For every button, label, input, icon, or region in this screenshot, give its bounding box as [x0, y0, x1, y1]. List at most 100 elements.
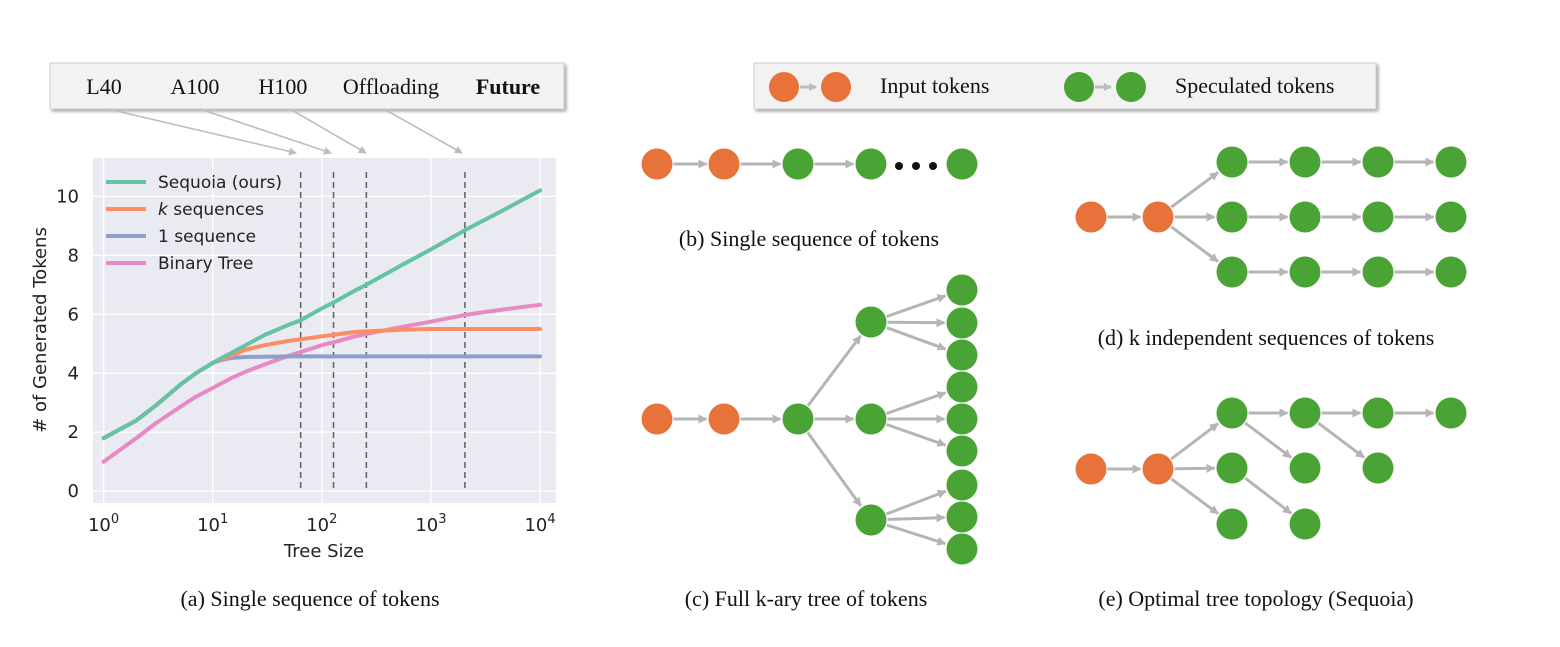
speculated-token-node: [1289, 146, 1321, 178]
speculated-token-node: [1289, 256, 1321, 288]
speculated-token-node: [1289, 452, 1321, 484]
speculated-token-node: [1435, 201, 1467, 233]
hw-label-h100: H100: [259, 74, 308, 99]
legend-spec-label: Speculated tokens: [1175, 73, 1334, 98]
token-edge-arrow: [887, 318, 946, 328]
speculated-token-node: [1435, 256, 1467, 288]
hardware-pointers: [107, 108, 463, 156]
token-edge-arrow: [1170, 422, 1219, 461]
speculated-token-node: [946, 403, 978, 435]
token-edge-arrow: [806, 335, 862, 407]
speculated-token-node: [1216, 256, 1248, 288]
speculated-token-node: [1216, 397, 1248, 429]
speculated-token-node: [946, 339, 978, 371]
x-tick-label: 100: [88, 512, 119, 536]
caption-d: (d) k independent sequences of tokens: [1098, 325, 1435, 350]
speculated-token-node: [1435, 146, 1467, 178]
legend-input-label: Input tokens: [880, 73, 989, 98]
token-edge-arrow: [885, 489, 947, 516]
input-token-node: [708, 148, 740, 180]
caption-e: (e) Optimal tree topology (Sequoia): [1098, 586, 1413, 611]
y-tick-label: 10: [56, 186, 79, 207]
legend-input-token-1: [769, 72, 799, 102]
speculated-token-node: [1216, 452, 1248, 484]
token-edge-arrow: [1317, 421, 1365, 459]
token-edge-arrow: [1170, 477, 1219, 515]
ellipsis-dot: [895, 162, 903, 170]
speculated-token-node: [1362, 201, 1394, 233]
token-edge-arrow: [1170, 171, 1219, 209]
input-token-node: [1142, 201, 1174, 233]
speculated-token-node: [1362, 146, 1394, 178]
speculated-token-node: [946, 148, 978, 180]
series-line-0: [101, 188, 543, 441]
x-tick-label: 104: [524, 512, 555, 536]
speculated-token-node: [1216, 508, 1248, 540]
hardware-vlines: [299, 172, 466, 490]
series-line-3: [101, 302, 543, 464]
speculated-token-node: [782, 403, 814, 435]
input-token-node: [1075, 453, 1107, 485]
hw-label-future: Future: [476, 74, 541, 99]
y-tick-label: 8: [68, 245, 79, 266]
token-edge-arrow: [1244, 421, 1292, 459]
speculated-token-node: [1362, 256, 1394, 288]
speculated-token-node: [1289, 201, 1321, 233]
pointer-a100: [199, 108, 332, 155]
diagram-nodes: [641, 146, 1467, 565]
ellipsis-dot: [912, 162, 920, 170]
speculated-token-node: [855, 148, 887, 180]
token-edge-arrow: [886, 391, 947, 415]
token-edge-arrow: [886, 523, 947, 546]
speculated-token-node: [1289, 508, 1321, 540]
input-token-node: [1075, 201, 1107, 233]
legend-label: 1 sequence: [158, 227, 256, 247]
speculated-token-node: [1216, 201, 1248, 233]
pointer-offloading: [383, 108, 463, 154]
speculated-token-node: [946, 307, 978, 339]
ellipsis-dots: [895, 162, 937, 170]
y-tick-label: 4: [68, 363, 79, 384]
caption-a: (a) Single sequence of tokens: [180, 586, 439, 611]
speculated-token-node: [1216, 146, 1248, 178]
speculated-token-node: [1362, 397, 1394, 429]
diagram-edges: [673, 157, 1435, 546]
speculated-token-node: [855, 504, 887, 536]
pointer-l40: [107, 108, 297, 156]
input-token-node: [1142, 453, 1174, 485]
hw-label-offloading: Offloading: [343, 74, 439, 99]
legend-label: Binary Tree: [158, 254, 253, 274]
speculated-token-node: [946, 435, 978, 467]
speculated-token-node: [946, 501, 978, 533]
input-token-node: [641, 403, 673, 435]
y-axis-label: # of Generated Tokens: [30, 227, 51, 433]
token-edge-arrow: [1174, 463, 1216, 473]
ellipsis-dot: [929, 162, 937, 170]
legend-spec-token-1: [1064, 72, 1094, 102]
speculated-token-node: [946, 533, 978, 565]
series-group: [101, 188, 543, 464]
speculated-token-node: [1289, 397, 1321, 429]
speculated-token-node: [946, 469, 978, 501]
x-tick-label: 101: [197, 512, 228, 536]
token-edge-arrow: [887, 513, 946, 523]
x-tick-label: 102: [306, 512, 337, 536]
speculated-token-node: [855, 306, 887, 338]
speculated-token-node: [1362, 452, 1394, 484]
legend-label: Sequoia (ours): [158, 173, 282, 193]
token-edge-arrow: [886, 423, 947, 447]
legend-spec-token-2: [1116, 72, 1146, 102]
speculated-token-node: [782, 148, 814, 180]
y-tick-label: 2: [68, 422, 79, 443]
input-token-node: [708, 403, 740, 435]
input-token-node: [641, 148, 673, 180]
hardware-box-bg: [49, 62, 565, 110]
speculated-token-node: [1435, 397, 1467, 429]
hardware-box: L40 A100 H100 Offloading Future: [49, 62, 565, 110]
hw-label-l40: L40: [86, 74, 121, 99]
